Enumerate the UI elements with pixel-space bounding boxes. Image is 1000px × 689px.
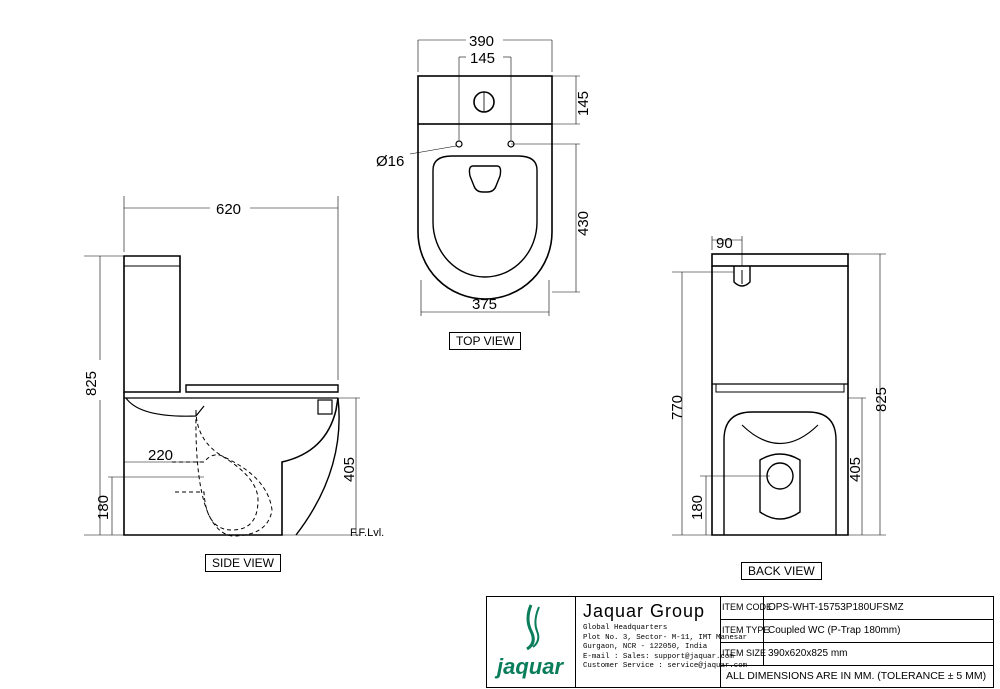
top-view (409, 39, 580, 316)
item-size-key: ITEM SIZE (720, 643, 766, 665)
item-size-value: 390x620x825 mm (768, 648, 848, 659)
dim-side-length: 620 (216, 201, 241, 218)
top-view-seat (432, 155, 538, 278)
address-line: Global Headquarters (583, 624, 668, 632)
dim-top-bowl-width: 375 (472, 296, 497, 313)
dim-side-height: 825 (83, 371, 100, 396)
item-type-row: ITEM TYPE Coupled WC (P-Trap 180mm) (720, 620, 993, 643)
back-view (672, 236, 886, 536)
back-view-outlet (759, 453, 801, 520)
top-view-fixing-hole-left (455, 140, 463, 148)
side-view-label: SIDE VIEW (205, 554, 282, 572)
back-view-button (733, 266, 751, 287)
item-code-key: ITEM CODE (720, 597, 772, 619)
back-view-tank-top (711, 253, 849, 267)
top-view-tank (417, 75, 553, 125)
dim-side-seat-height: 405 (341, 457, 358, 482)
logo-word: jaquar (497, 654, 564, 679)
dim-top-bowl-length: 430 (575, 211, 592, 236)
dim-top-tank-depth: 145 (575, 91, 592, 116)
company-logo: jaquar (487, 597, 576, 687)
dim-back-total-height: 825 (873, 387, 890, 412)
dim-top-hole-dia: Ø16 (376, 153, 404, 170)
item-type-key: ITEM TYPE (720, 620, 769, 642)
dim-back-outlet-height: 180 (689, 495, 706, 520)
item-type-value: Coupled WC (P-Trap 180mm) (768, 625, 901, 636)
title-block: jaquar Jaquar Group Global Headquarters … (486, 596, 994, 688)
top-view-drain (468, 165, 502, 193)
side-view (84, 196, 360, 537)
back-view-label: BACK VIEW (741, 562, 822, 580)
company-name: Jaquar Group (583, 601, 706, 621)
back-view-body (711, 266, 849, 536)
floor-level-label: F.F.Lvl. (350, 527, 384, 539)
jaquar-logo-icon (526, 604, 540, 651)
company-address: Global Headquarters Plot No. 3, Sector- … (583, 624, 747, 672)
top-view-bowl (417, 124, 553, 300)
address-line: Customer Service : service@jaquar.com (583, 662, 748, 671)
side-view-trap-hidden (172, 409, 273, 537)
dim-back-seat-height: 405 (847, 457, 864, 482)
dimensions-note: ALL DIMENSIONS ARE IN MM. (TOLERANCE ± 5… (726, 670, 987, 682)
item-code-row: ITEM CODE OPS-WHT-15753P180UFSMZ (720, 597, 993, 620)
top-view-label: TOP VIEW (449, 332, 522, 350)
item-code-value: OPS-WHT-15753P180UFSMZ (768, 602, 904, 613)
dim-back-button-width: 90 (716, 235, 733, 252)
dim-top-width: 390 (469, 33, 494, 50)
company-info: Jaquar Group Global Headquarters Plot No… (575, 597, 747, 687)
address-line: E-mail : Sales: support@jaquar.com (583, 652, 734, 661)
side-view-body (123, 392, 339, 536)
dim-back-tank-height: 770 (669, 395, 686, 420)
side-view-lid (185, 384, 339, 393)
dim-top-hole-spacing: 145 (470, 50, 495, 67)
address-line: Gurgaon, NCR - 122050, India (583, 643, 708, 652)
address-line: Plot No. 3, Sector- M-11, IMT Manesar (583, 633, 748, 642)
dim-side-outlet-height: 180 (95, 495, 112, 520)
item-size-row: ITEM SIZE 390x620x825 mm (720, 643, 993, 666)
side-view-tank (123, 255, 181, 393)
dim-side-outlet-offset: 220 (148, 447, 173, 464)
